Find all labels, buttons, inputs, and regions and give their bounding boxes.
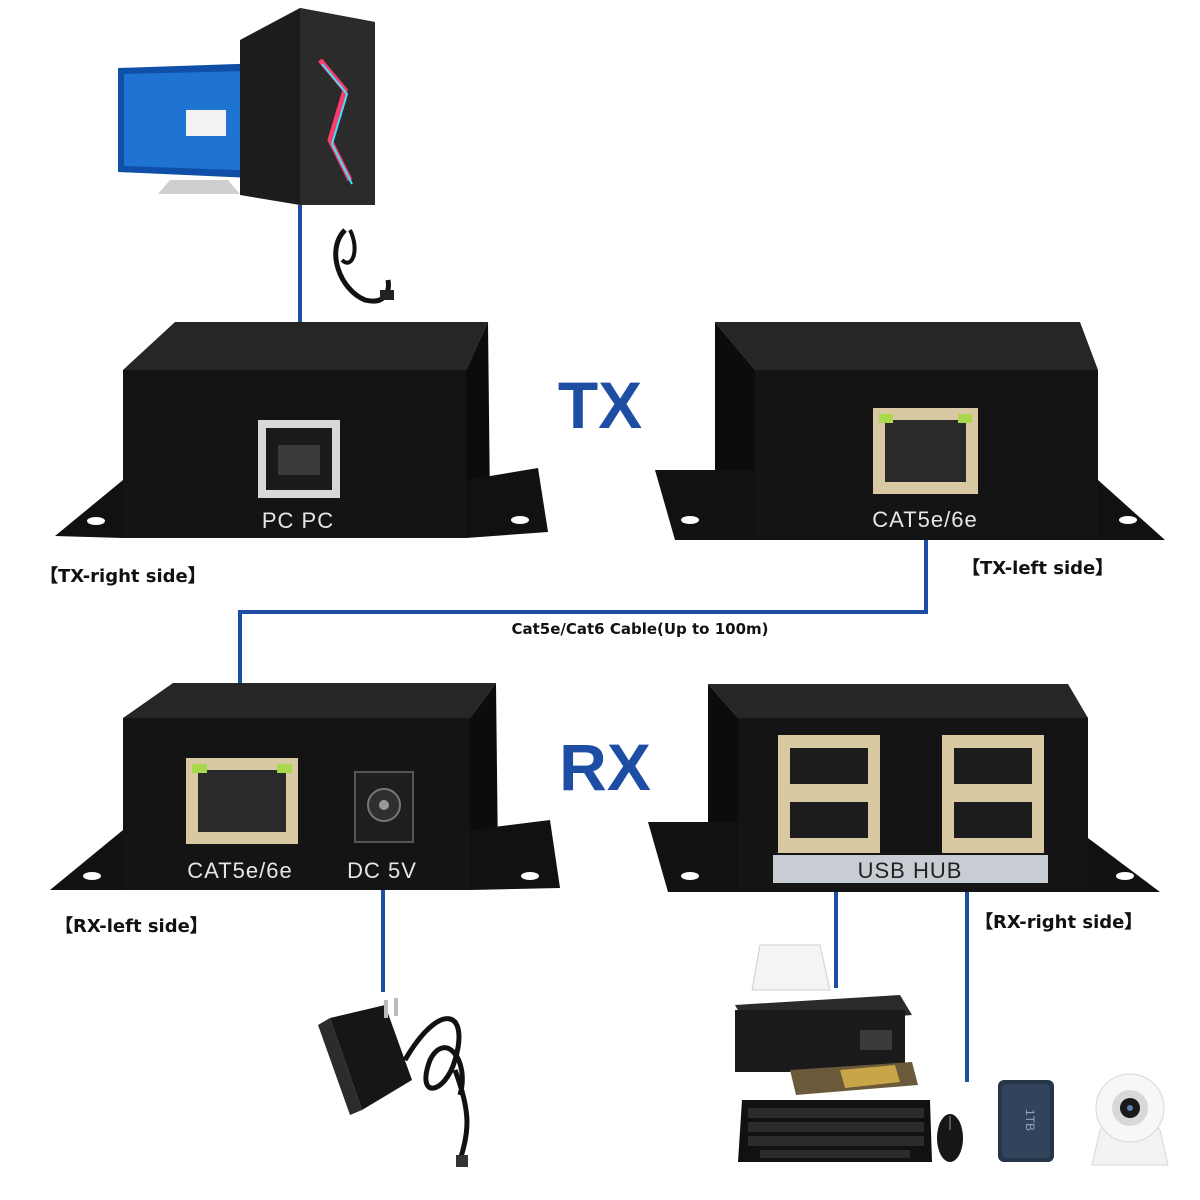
- cable-caption: Cat5e/Cat6 Cable(Up to 100m): [511, 620, 768, 638]
- ip-camera-icon: [1091, 1073, 1169, 1166]
- power-adapter-icon: [318, 998, 470, 1167]
- hard-drive-icon: 1TB: [998, 1080, 1054, 1162]
- tx-right-side-label: 【TX-right side】: [40, 566, 206, 587]
- mouse-icon: [937, 1114, 963, 1162]
- usb-cable-icon: [333, 228, 394, 304]
- rx-power-port-label: DC 5V: [347, 858, 417, 883]
- hdd-label: 1TB: [1023, 1109, 1037, 1131]
- tx-heading: TX: [558, 368, 642, 442]
- tx-left-side-label: 【TX-left side】: [962, 558, 1113, 579]
- printer-icon: [735, 944, 918, 1095]
- rx-left-side-unit: CAT5e/6e DC 5V: [50, 683, 560, 890]
- rx-heading: RX: [559, 730, 651, 804]
- usb-hub-label: USB HUB: [858, 858, 963, 883]
- rx-left-port-label: CAT5e/6e: [187, 858, 292, 883]
- tx-right-side-unit: PC PC: [55, 322, 548, 538]
- tx-left-side-unit: CAT5e/6e: [655, 322, 1165, 540]
- keyboard-icon: [738, 1100, 932, 1162]
- rx-right-side-unit: USB HUB: [648, 684, 1160, 892]
- tx-right-port-label: PC PC: [262, 508, 334, 533]
- tx-left-port-label: CAT5e/6e: [872, 507, 977, 532]
- rx-left-side-label: 【RX-left side】: [55, 916, 208, 937]
- rx-right-side-label: 【RX-right side】: [975, 912, 1142, 933]
- computer-icon: [118, 8, 375, 205]
